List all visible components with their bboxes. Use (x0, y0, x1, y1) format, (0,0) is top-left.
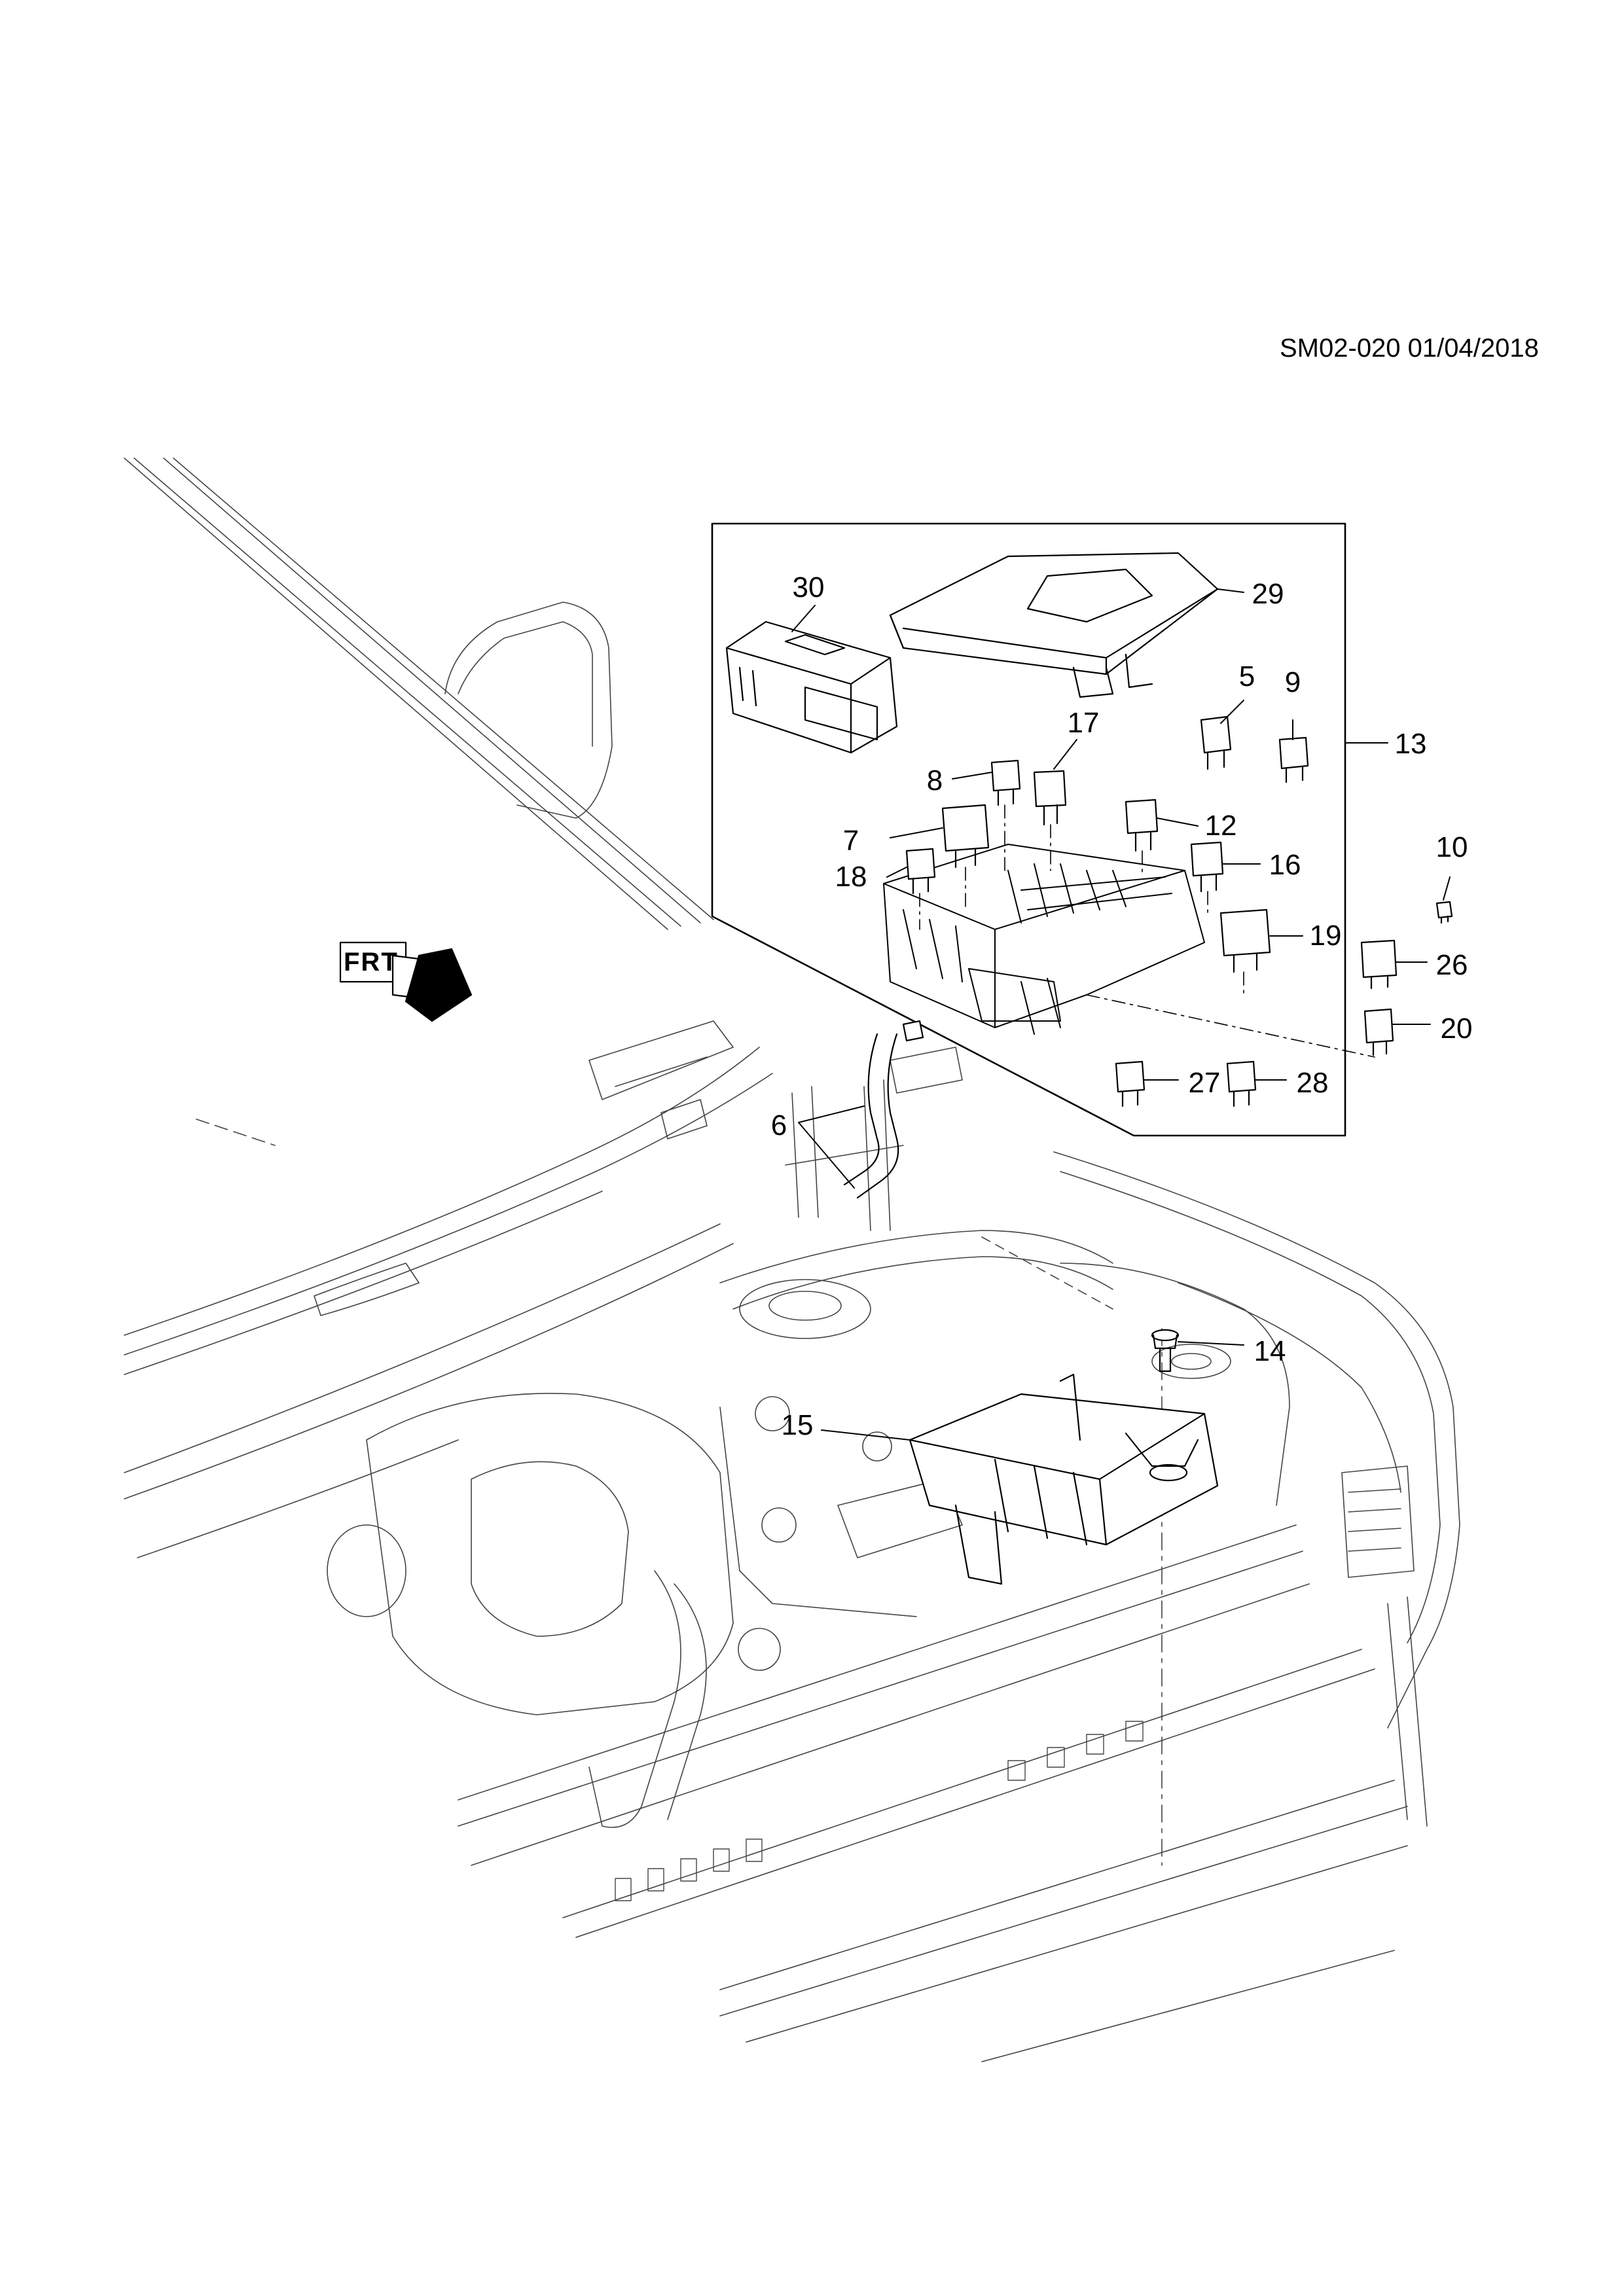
callout-13: 13 (1394, 728, 1427, 760)
callout-16: 16 (1269, 849, 1301, 881)
callout-27: 27 (1188, 1067, 1221, 1099)
relay-part-7 (941, 804, 990, 869)
callout-14: 14 (1254, 1335, 1286, 1367)
assembly-guide-lines (919, 804, 1375, 1058)
callout-18: 18 (835, 861, 867, 893)
relay-part-27 (1115, 1060, 1146, 1107)
callout-9: 9 (1284, 666, 1301, 698)
relay-part-18 (905, 848, 936, 895)
callout-15: 15 (781, 1409, 814, 1441)
relay-part-16 (1190, 841, 1224, 893)
callout-20: 20 (1440, 1013, 1473, 1045)
fuse-part-10 (1435, 901, 1453, 924)
front-direction-arrow-icon (339, 941, 473, 1022)
callout-30: 30 (792, 571, 825, 603)
relay-part-8 (990, 759, 1021, 806)
cover-part-30 (725, 620, 898, 754)
callout-28: 28 (1296, 1067, 1329, 1099)
callout-8: 8 (926, 764, 943, 797)
fuse-block-body (883, 844, 1205, 1035)
callout-7: 7 (842, 825, 859, 857)
callout-6: 6 (770, 1109, 787, 1141)
reference-code: SM02-020 01/04/2018 (1280, 334, 1539, 363)
callout-10: 10 (1435, 831, 1468, 863)
relay-part-12 (1125, 798, 1159, 852)
callout-19: 19 (1309, 920, 1342, 952)
front-label: FRT (344, 948, 399, 977)
vehicle-body-outline (124, 457, 1460, 2062)
wiring-harness-part-6 (843, 1020, 924, 1199)
exploded-view-frame (711, 522, 1346, 1137)
relay-part-9 (1278, 736, 1309, 783)
callout-26: 26 (1435, 949, 1468, 981)
cover-part-29 (889, 552, 1219, 698)
bolt-part-14 (1151, 1329, 1180, 1372)
callout-12: 12 (1204, 810, 1237, 842)
callout-5: 5 (1238, 660, 1255, 692)
relay-part-17 (1033, 770, 1067, 826)
fuse-part-26 (1360, 939, 1398, 990)
relay-part-5 (1200, 715, 1232, 770)
relay-part-19 (1219, 908, 1271, 973)
leader-lines (791, 588, 1451, 1441)
callout-17: 17 (1067, 707, 1100, 739)
fuse-part-20 (1363, 1008, 1394, 1056)
fuse-block-bracket-part-15 (909, 1373, 1219, 1585)
callout-29: 29 (1252, 578, 1284, 610)
relay-part-28 (1226, 1060, 1257, 1107)
